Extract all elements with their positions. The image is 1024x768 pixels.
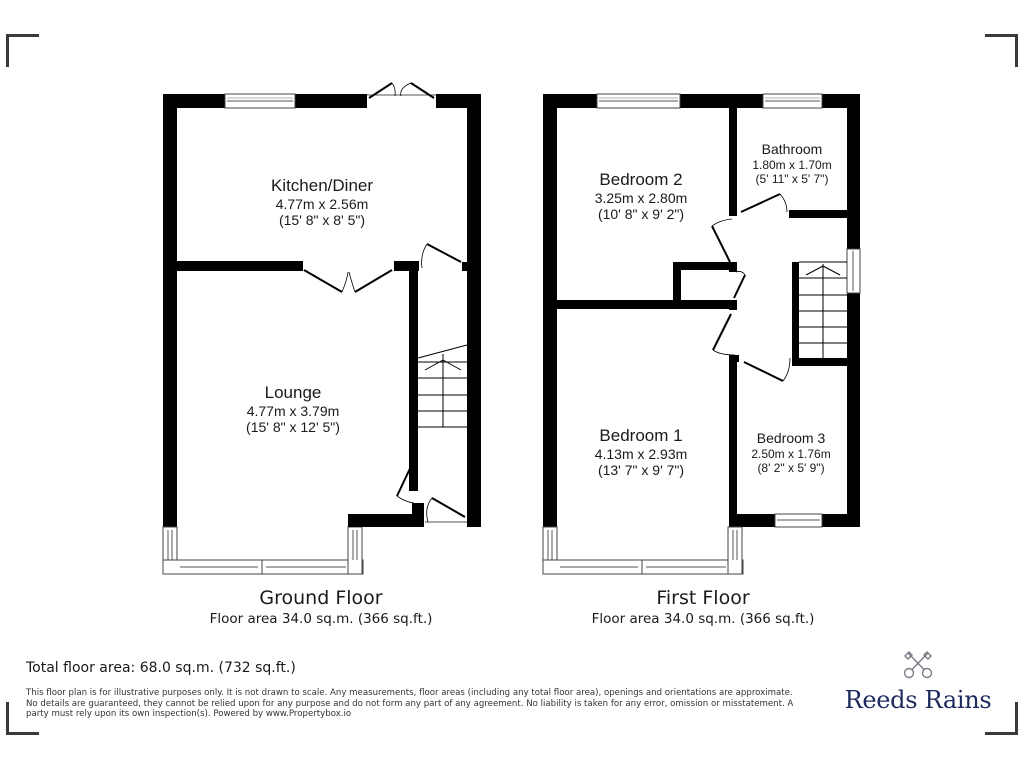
crop-mark-top-left bbox=[6, 34, 39, 67]
room-bedroom-2: Bedroom 2 3.25m x 2.80m (10' 8" x 9' 2") bbox=[595, 170, 688, 222]
first-floor-plan bbox=[542, 93, 861, 575]
lounge-door bbox=[396, 459, 415, 504]
window bbox=[762, 93, 823, 109]
floor-area: Floor area 34.0 sq.m. (366 sq.ft.) bbox=[209, 611, 433, 627]
room-lounge: Lounge 4.77m x 3.79m (15' 8" x 12' 5") bbox=[246, 383, 340, 435]
room-dimensions-metric: 4.77m x 2.56m bbox=[275, 196, 369, 212]
window bbox=[224, 93, 296, 109]
total-floor-area: Total floor area: 68.0 sq.m. (732 sq.ft.… bbox=[26, 660, 296, 676]
window bbox=[846, 248, 861, 294]
room-dimensions-imperial: (10' 8" x 9' 2") bbox=[597, 206, 685, 222]
crop-mark-bottom-right bbox=[985, 702, 1018, 735]
window bbox=[596, 93, 681, 109]
bathroom-door bbox=[740, 193, 788, 213]
room-name: Lounge bbox=[264, 383, 322, 402]
crop-mark-top-right bbox=[985, 34, 1018, 67]
double-door bbox=[303, 269, 393, 293]
room-bedroom-3: Bedroom 3 2.50m x 1.76m (8' 2" x 5' 9") bbox=[751, 430, 830, 475]
ground-floor-plan bbox=[162, 82, 481, 575]
room-dimensions-imperial: (15' 8" x 12' 5") bbox=[246, 419, 340, 435]
staircase bbox=[417, 344, 468, 428]
brand-name: Reeds Rains bbox=[844, 686, 992, 714]
staircase bbox=[799, 261, 847, 358]
hall-door bbox=[421, 243, 467, 271]
room-dimensions-metric: 4.13m x 2.93m bbox=[594, 446, 688, 462]
room-name: Bedroom 1 bbox=[599, 426, 683, 445]
ground-floor-caption: Ground Floor Floor area 34.0 sq.m. (366 … bbox=[210, 586, 433, 628]
room-dimensions-metric: 3.25m x 2.80m bbox=[594, 190, 688, 206]
first-floor-caption: First Floor Floor area 34.0 sq.m. (366 s… bbox=[592, 586, 815, 628]
front-door bbox=[425, 497, 467, 523]
room-bathroom: Bathroom 1.80m x 1.70m (5' 11" x 5' 7") bbox=[752, 141, 831, 186]
room-name: Bathroom bbox=[761, 141, 823, 157]
bedroom-1-door bbox=[712, 313, 736, 356]
room-name: Bedroom 3 bbox=[756, 430, 826, 446]
room-dimensions-imperial: (5' 11" x 5' 7") bbox=[755, 172, 829, 186]
room-dimensions-metric: 2.50m x 1.76m bbox=[751, 447, 831, 461]
bedroom-2-door bbox=[711, 218, 733, 263]
bedroom-3-door bbox=[743, 357, 791, 382]
crossed-keys-icon bbox=[903, 651, 933, 679]
floor-plan-drawing bbox=[162, 82, 861, 575]
room-name: Bedroom 2 bbox=[599, 170, 683, 189]
room-dimensions-imperial: (8' 2" x 5' 9") bbox=[757, 461, 825, 475]
french-doors bbox=[367, 82, 436, 99]
crop-mark-bottom-left bbox=[6, 702, 39, 735]
room-name: Kitchen/Diner bbox=[270, 176, 374, 195]
room-kitchen-diner: Kitchen/Diner 4.77m x 2.56m (15' 8" x 8'… bbox=[271, 176, 373, 228]
disclaimer-text: This floor plan is for illustrative purp… bbox=[26, 688, 794, 719]
cupboard-door bbox=[733, 271, 746, 299]
floor-title: Ground Floor bbox=[259, 587, 383, 609]
floor-title: First Floor bbox=[656, 587, 750, 609]
floor-area: Floor area 34.0 sq.m. (366 sq.ft.) bbox=[591, 611, 815, 627]
room-bedroom-1: Bedroom 1 4.13m x 2.93m (13' 7" x 9' 7") bbox=[595, 426, 688, 478]
room-dimensions-imperial: (13' 7" x 9' 7") bbox=[597, 462, 685, 478]
room-dimensions-metric: 4.77m x 3.79m bbox=[246, 403, 340, 419]
reeds-rains-logo: Reeds Rains bbox=[838, 648, 998, 714]
room-dimensions-imperial: (15' 8" x 8' 5") bbox=[278, 212, 366, 228]
room-dimensions-metric: 1.80m x 1.70m bbox=[752, 158, 832, 172]
window bbox=[774, 513, 823, 528]
